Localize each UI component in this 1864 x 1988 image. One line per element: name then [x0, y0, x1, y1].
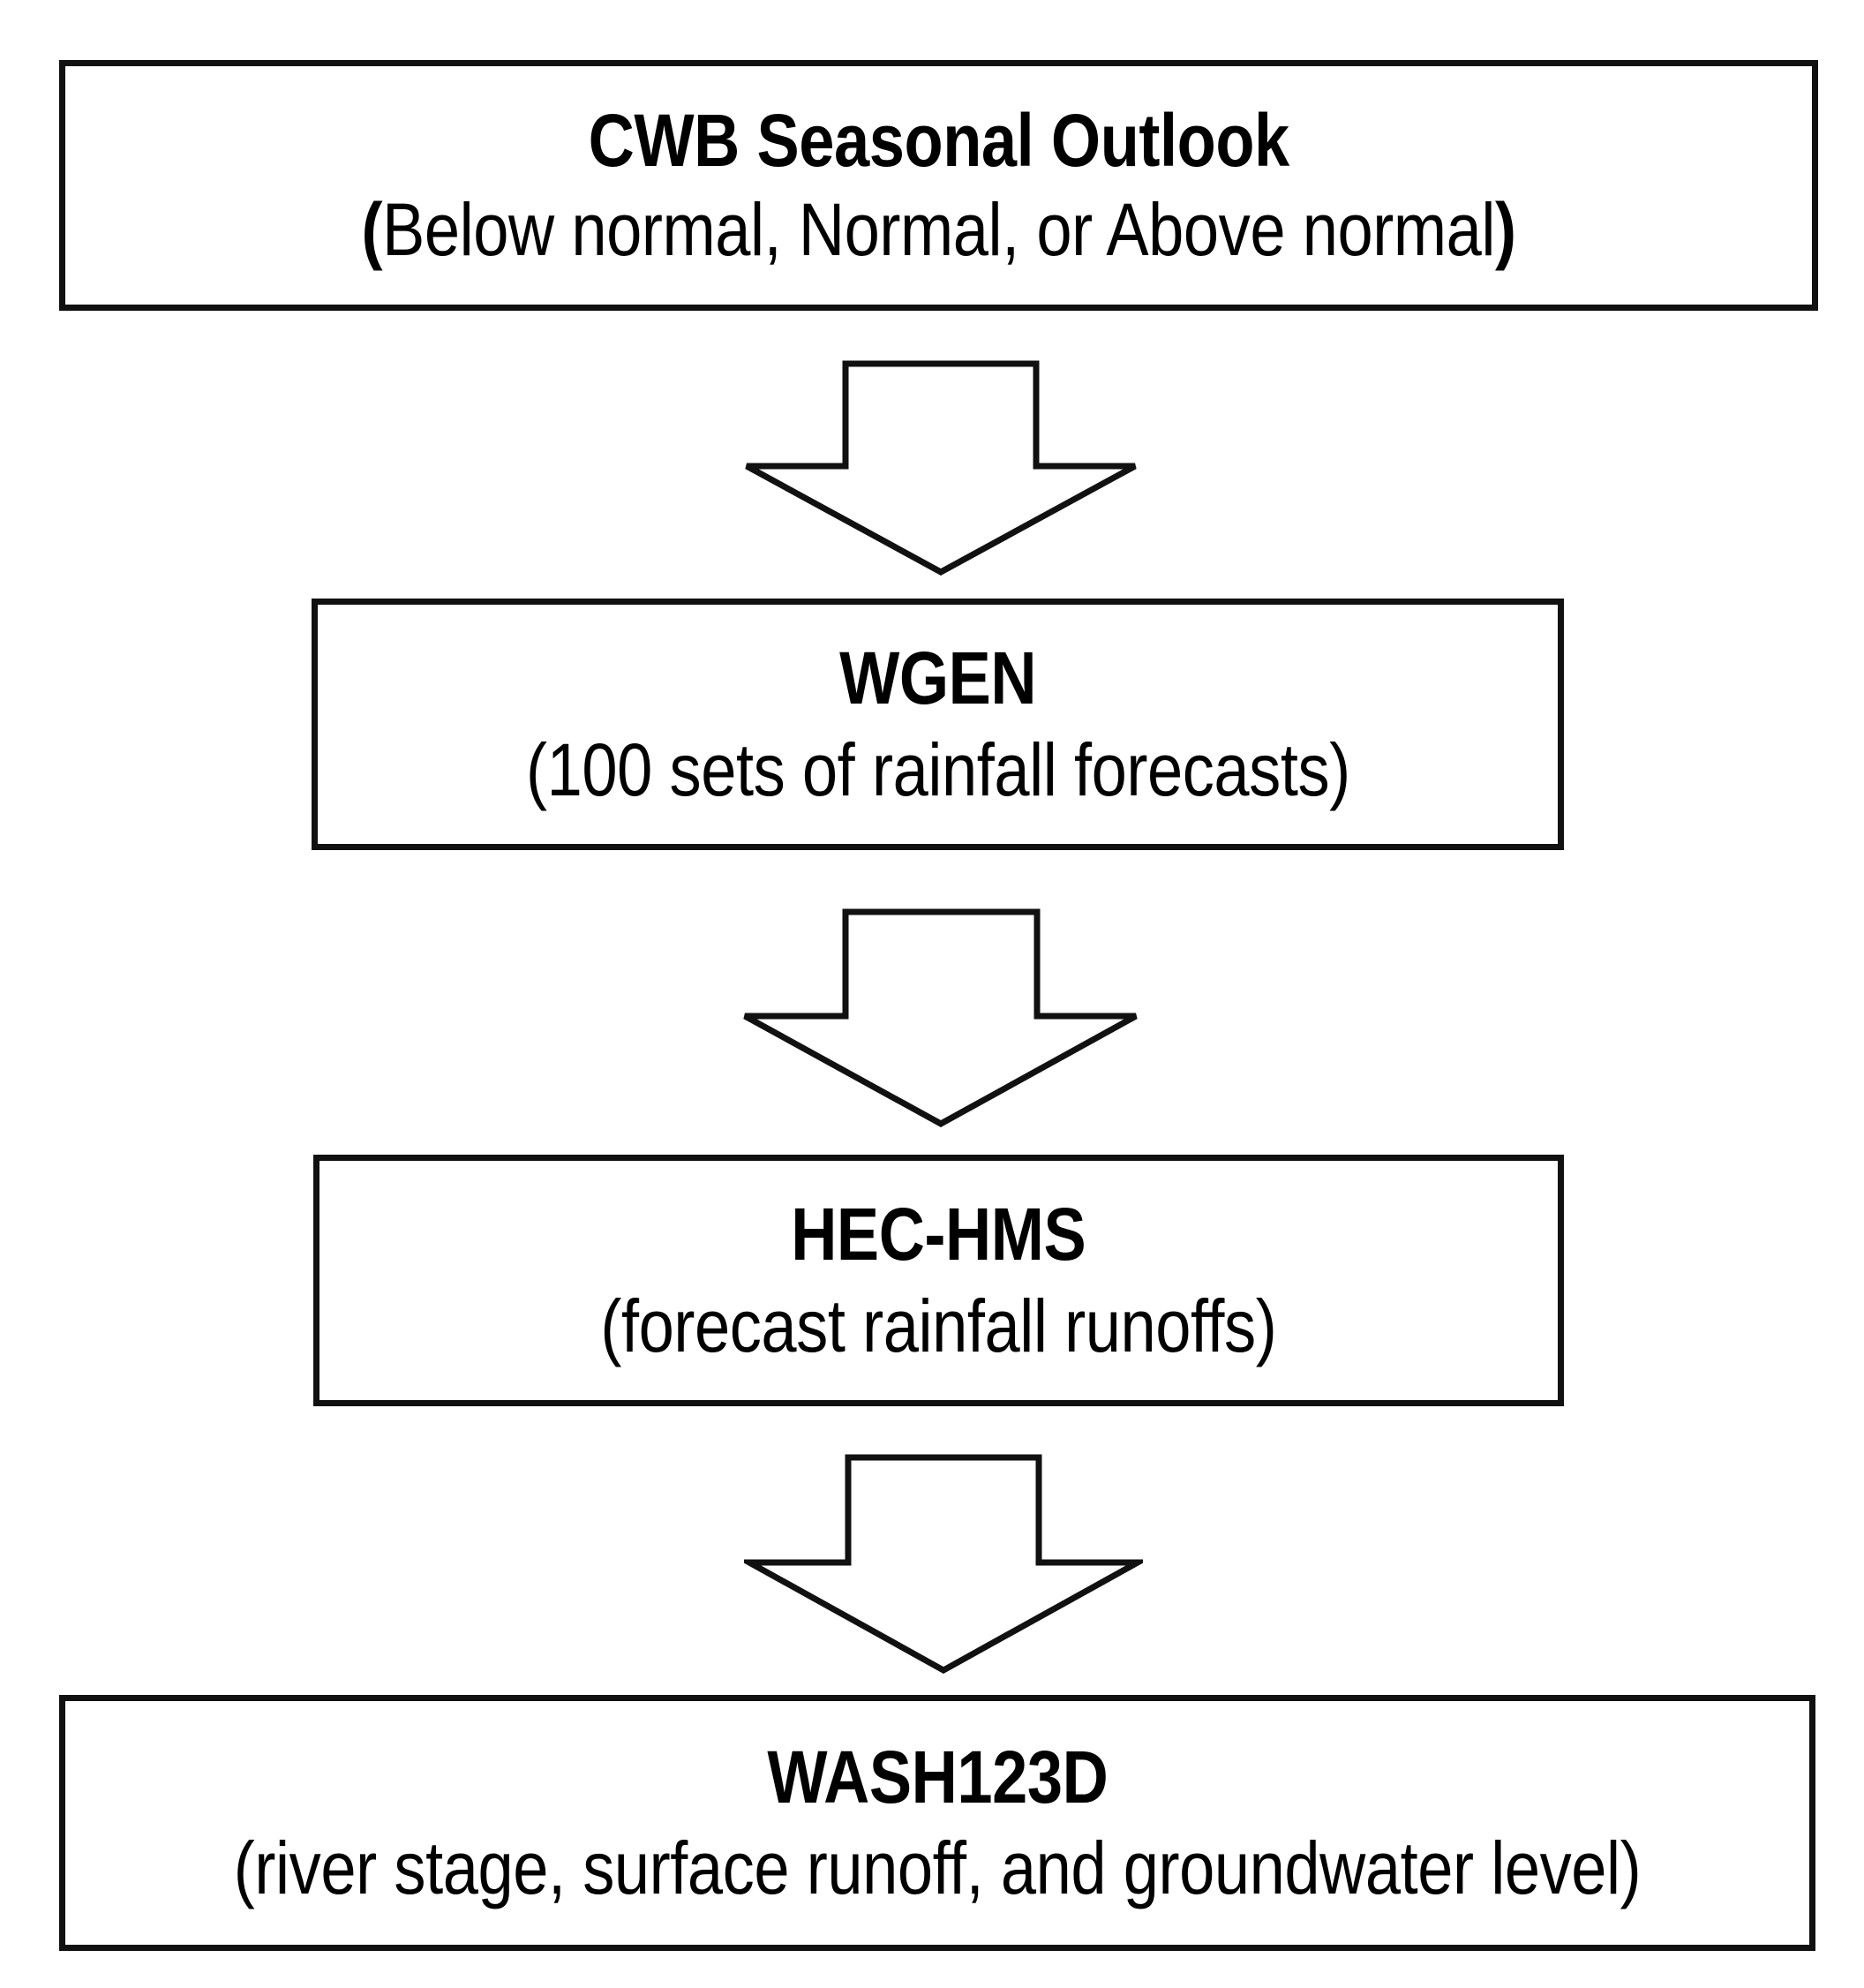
node-subtitle-text: Below normal, Normal, or Above normal — [382, 188, 1495, 271]
node-title: WASH123D — [767, 1735, 1108, 1819]
down-block-arrow-icon — [743, 908, 1138, 1127]
node-subtitle-text: 100 sets of rainfall forecasts — [546, 727, 1329, 811]
close-paren: ) — [1328, 727, 1350, 811]
node-subtitle-text: forecast rainfall runoffs — [621, 1284, 1256, 1367]
node-subtitle: (forecast rainfall runoffs) — [601, 1287, 1277, 1365]
node-title: CWB Seasonal Outlook — [588, 98, 1289, 182]
node-subtitle-text: river stage, surface runoff, and groundw… — [254, 1826, 1620, 1909]
down-block-arrow-icon — [744, 1454, 1143, 1675]
node-cwb-seasonal-outlook[interactable]: CWB Seasonal Outlook (Below normal, Norm… — [59, 60, 1818, 311]
open-paren: ( — [525, 727, 547, 811]
open-paren: ( — [361, 188, 383, 271]
arrow-wgen-to-hechms — [740, 907, 1141, 1129]
node-title: WGEN — [838, 636, 1037, 720]
node-wash123d[interactable]: WASH123D (river stage, surface runoff, a… — [59, 1695, 1815, 1951]
node-subtitle: (Below normal, Normal, or Above normal) — [361, 191, 1516, 268]
close-paren: ) — [1620, 1826, 1642, 1909]
close-paren: ) — [1494, 188, 1516, 271]
arrow-outlook-to-wgen — [741, 358, 1140, 577]
node-wgen[interactable]: WGEN (100 sets of rainfall forecasts) — [312, 599, 1564, 850]
close-paren: ) — [1255, 1284, 1277, 1367]
node-title: HEC-HMS — [791, 1193, 1086, 1276]
node-subtitle: (river stage, surface runoff, and ground… — [234, 1829, 1642, 1907]
node-hec-hms[interactable]: HEC-HMS (forecast rainfall runoffs) — [313, 1155, 1564, 1406]
node-subtitle: (100 sets of rainfall forecasts) — [526, 731, 1350, 809]
open-paren: ( — [233, 1826, 255, 1909]
arrow-hechms-to-wash123d — [744, 1452, 1143, 1675]
down-block-arrow-icon — [745, 360, 1137, 576]
open-paren: ( — [600, 1284, 622, 1367]
